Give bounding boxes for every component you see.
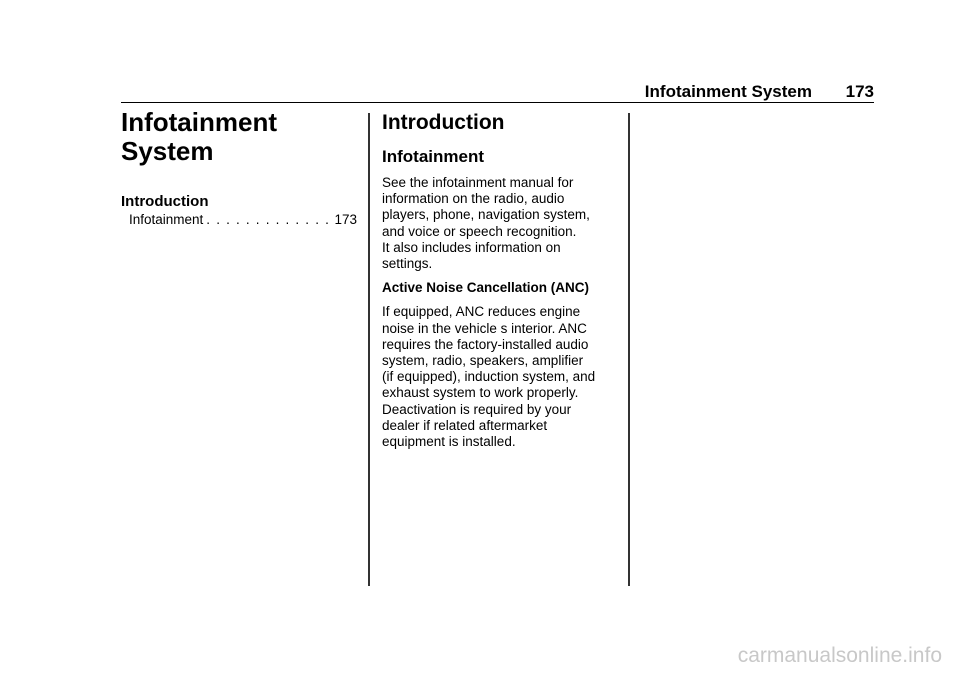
text-line: exhaust system to work properly. — [382, 385, 579, 401]
text-line: (if equipped), induction system, and — [382, 369, 596, 385]
text-line: It also includes information on — [382, 239, 561, 255]
toc-column: Infotainment System Introduction Infotai… — [121, 108, 357, 229]
text-line: requires the factory-installed audio — [382, 336, 589, 352]
chapter-title-line2: System — [121, 136, 214, 166]
header-page-number: 173 — [845, 82, 874, 101]
page-header: Infotainment System 173 — [121, 82, 874, 103]
text-line: noise in the vehicle s interior. ANC — [382, 320, 587, 336]
toc-entry-dots: . . . . . . . . . . . . . . . . . . . . … — [206, 212, 334, 227]
text-line: and voice or speech recognition. — [382, 223, 577, 239]
chapter-title: Infotainment System — [121, 108, 357, 166]
text-line: Deactivation is required by your — [382, 401, 572, 417]
text-line: dealer if related aftermarket — [382, 417, 548, 433]
text-line: See the infotainment manual for — [382, 175, 574, 190]
text-line: information on the radio, audio — [382, 191, 565, 207]
toc-entry[interactable]: Infotainment . . . . . . . . . . . . . .… — [129, 211, 357, 229]
toc-entry-page: 173 — [334, 212, 357, 227]
header-title: Infotainment System — [644, 82, 812, 101]
watermark: carmanualsonline.info — [737, 644, 942, 667]
text-line: players, phone, navigation system, — [382, 207, 590, 223]
section-title: Introduction — [382, 111, 505, 134]
toc-heading: Introduction — [121, 193, 209, 210]
content-column: Introduction Infotainment See the infota… — [382, 110, 614, 450]
text-line: settings. — [382, 256, 433, 272]
column-divider-left — [368, 113, 370, 586]
text-line: equipment is installed. — [382, 434, 516, 450]
column-divider-right — [628, 113, 630, 586]
subsection-title: Infotainment — [382, 147, 484, 166]
paragraph-anc: If equipped, ANC reduces engine noise in… — [382, 304, 614, 450]
toc-entry-label: Infotainment — [129, 212, 204, 227]
chapter-title-line1: Infotainment — [121, 107, 277, 137]
text-line: If equipped, ANC reduces engine — [382, 304, 581, 320]
anc-heading: Active Noise Cancellation (ANC) — [382, 280, 590, 296]
text-line: system, radio, speakers, amplifier — [382, 353, 584, 369]
paragraph-infotainment: See the infotainment manual for informat… — [382, 175, 614, 272]
